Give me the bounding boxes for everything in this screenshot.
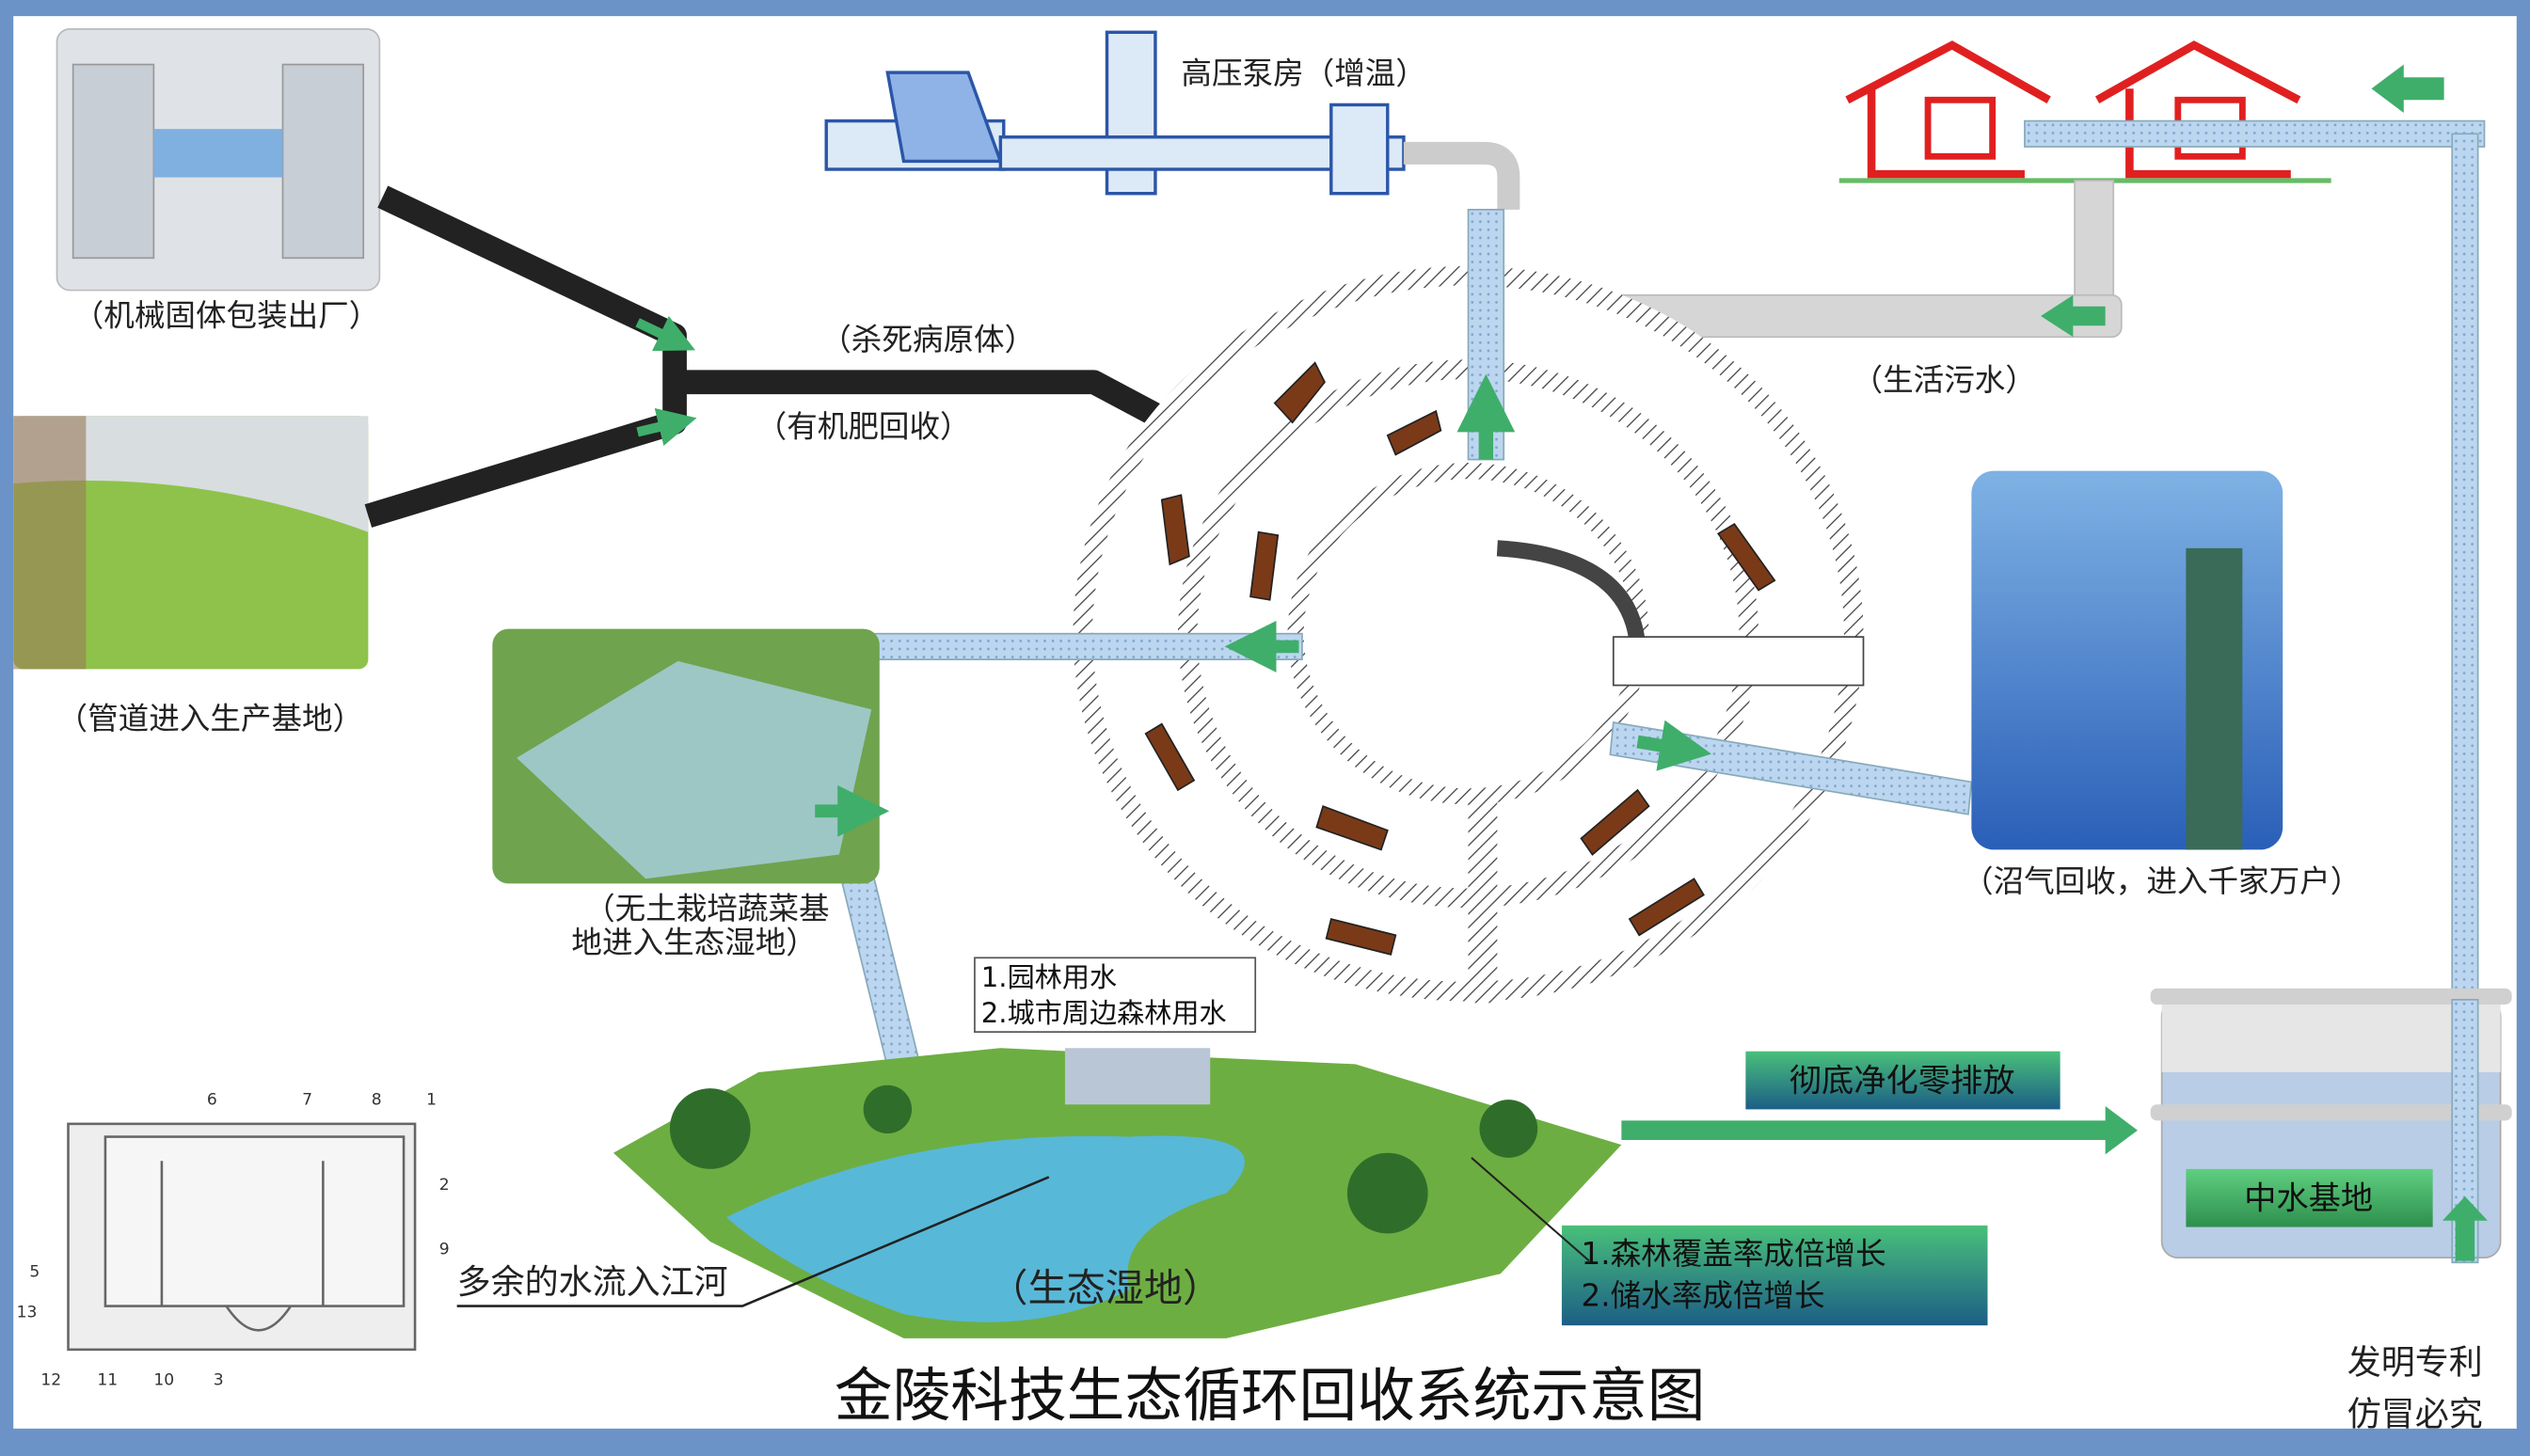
- arrow-right-icon: [1636, 720, 1711, 771]
- biogas-caption: （沼气回收，进入千家万户）: [1963, 863, 2361, 899]
- growth-item: 2.储水率成倍增长: [1581, 1278, 1824, 1314]
- soilless-farm-image: [492, 628, 880, 884]
- kill-pathogen-label: （杀死病原体）: [820, 322, 1035, 357]
- field-pipe: [833, 632, 1303, 660]
- uses-box: 1.园林用水 2.城市周边森林用水: [974, 957, 1257, 1033]
- arrow-up-icon: [2442, 1196, 2488, 1261]
- arrow-left-icon: [2041, 294, 2106, 338]
- growth-box: 1.森林覆盖率成倍增长 2.储水率成倍增长: [1561, 1225, 1988, 1326]
- reclaimed-water-label: 中水基地: [2244, 1180, 2373, 1218]
- greenhouse-image: [13, 416, 369, 670]
- soilless-caption-1: （无土栽培蔬菜基: [584, 891, 830, 926]
- part-number: 2: [439, 1176, 450, 1195]
- part-number: 13: [17, 1304, 38, 1322]
- pump-house-label: 高压泵房（增温）: [1181, 55, 1426, 91]
- part-number: 3: [214, 1371, 224, 1390]
- greenhouse-caption: （管道进入生产基地）: [57, 701, 364, 736]
- arrow-icon: [636, 407, 697, 446]
- zero-discharge-label: 彻底净化零排放: [1790, 1063, 2015, 1100]
- digester-cross-section-diagram: 6 7 8 1 2 9 5 13 12 11 10 3: [17, 1090, 450, 1389]
- organic-fertilizer-label: （有机肥回收）: [756, 409, 971, 445]
- reclaimed-water-tank: 中水基地: [2150, 988, 2512, 1258]
- domestic-sewage-label: （生活污水）: [1853, 362, 2036, 398]
- uses-item: 1.园林用水: [981, 961, 1117, 993]
- arrow-left-icon: [2371, 64, 2444, 113]
- packaging-caption: （机械固体包装出厂）: [73, 297, 380, 333]
- part-number: 9: [439, 1241, 450, 1259]
- excess-water-label: 多余的水流入江河: [457, 1263, 728, 1302]
- watermark-line: 发明专利: [2347, 1344, 2483, 1383]
- part-number: 8: [372, 1090, 382, 1109]
- zero-discharge-box: 彻底净化零排放: [1745, 1051, 2061, 1110]
- houses-icon: [1845, 40, 2301, 179]
- part-number: 5: [29, 1263, 40, 1282]
- arrow-right-icon: [1621, 1106, 2138, 1155]
- digester-tank: [1073, 265, 1865, 1004]
- arrow-icon: [635, 315, 696, 352]
- wetland-image: [613, 1048, 1622, 1338]
- page-title: 金陵科技生态循环回收系统示意图: [835, 1362, 1706, 1430]
- uses-item: 2.城市周边森林用水: [981, 997, 1227, 1029]
- growth-item: 1.森林覆盖率成倍增长: [1581, 1236, 1886, 1272]
- part-number: 12: [40, 1371, 61, 1390]
- watermark-line: 仿冒必究: [2347, 1395, 2483, 1433]
- packaging-machine-image: [56, 27, 381, 292]
- soilless-caption-2: 地进入生态湿地）: [571, 925, 817, 960]
- biogas-tank-image: [1971, 470, 2283, 850]
- part-number: 11: [97, 1371, 118, 1390]
- flow-arrows: [1144, 361, 1776, 956]
- wetland-label: （生态湿地）: [989, 1265, 1221, 1310]
- part-number: 7: [302, 1090, 312, 1109]
- pump-house-image: [824, 30, 1520, 210]
- part-number: 10: [153, 1371, 174, 1390]
- part-number: 1: [426, 1090, 437, 1109]
- part-number: 6: [207, 1090, 217, 1109]
